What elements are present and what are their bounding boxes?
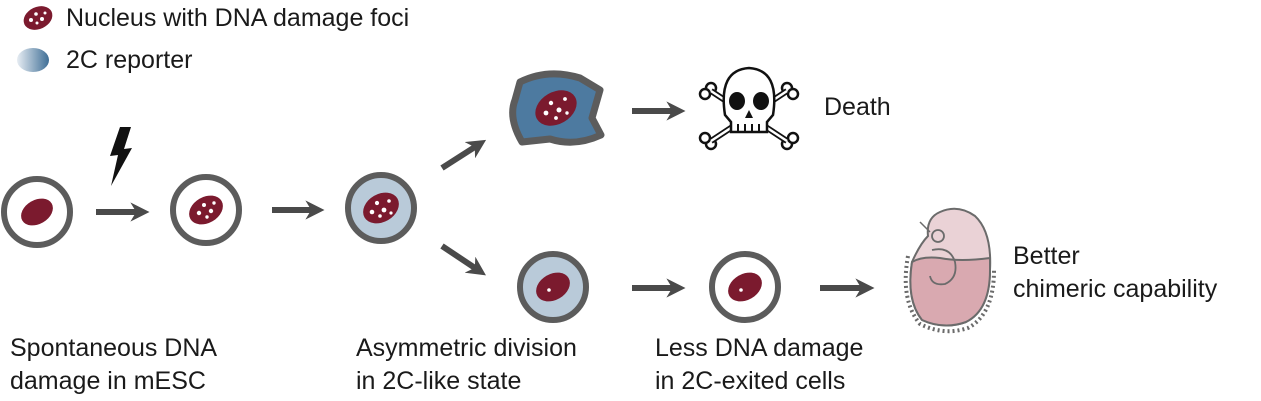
better-label-line2: chimeric capability [1013,275,1218,303]
2c-like-cell [345,172,417,244]
asymmetric-caption-line1: Asymmetric division [356,334,577,362]
dying-2c-cell [509,70,605,146]
less-damage-caption-line1: Less DNA damage [655,334,864,362]
asymmetric-caption-line2: in 2C-like state [356,367,522,395]
damaged-nucleus-icon [23,6,53,30]
2c-reporter-icon [17,48,49,72]
2c-exited-cell [709,251,781,323]
2c-cell-less-damage [517,251,589,323]
better-label-line1: Better [1013,242,1080,270]
spontaneous-caption-line2: damage in mESC [10,367,206,395]
damaged-cell [170,174,242,246]
skull-crossbones-icon [698,66,800,151]
arrow-up-branch [440,139,487,171]
death-label: Death [824,93,891,121]
chimeric-embryo-icon [903,207,996,334]
legend-label-damage-foci: Nucleus with DNA damage foci [66,4,410,32]
mesc-cell [1,176,73,248]
spontaneous-caption-line1: Spontaneous DNA [10,334,218,362]
lightning-bolt-icon [110,127,132,186]
arrow-down-branch [440,243,486,276]
less-damage-caption-line2: in 2C-exited cells [655,367,846,395]
legend-label-2c-reporter: 2C reporter [66,46,193,74]
